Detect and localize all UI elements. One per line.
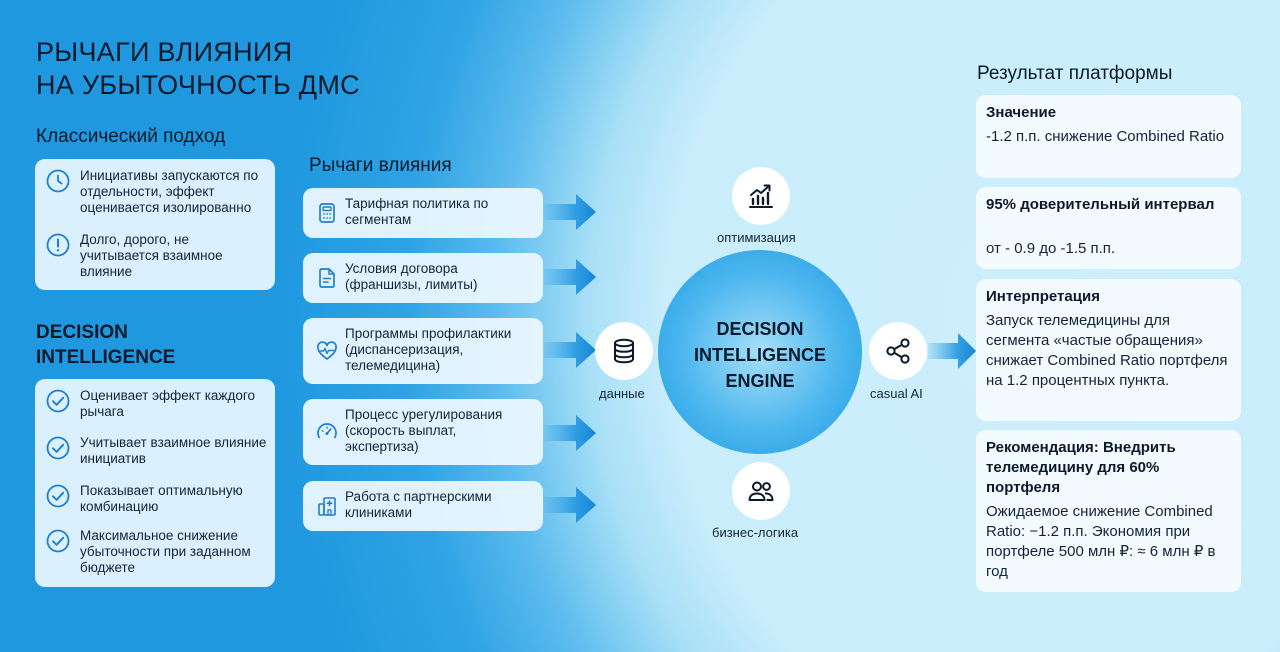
engine-title-line-1: DECISION	[716, 319, 804, 339]
arrow-right-icon	[544, 415, 596, 451]
result-recommendation-card: Рекомендация: Внедрить телемедицину для …	[976, 430, 1241, 592]
document-icon	[319, 268, 335, 288]
engine-circle: DECISION INTELLIGENCE ENGINE	[658, 250, 862, 454]
arrow-right-icon	[544, 259, 596, 295]
di-item-text: Показывает оптимальную комбинацию	[80, 483, 243, 514]
arrow-right-icon	[544, 332, 596, 368]
heart-pulse-icon	[317, 341, 337, 360]
logic-label: бизнес-логика	[712, 525, 799, 540]
result-recommendation-title: Рекомендация: Внедрить телемедицину для …	[986, 439, 1176, 496]
check-circle-icon	[46, 529, 70, 553]
lever-clinics: Работа с партнерскими клиниками	[303, 481, 543, 531]
classic-item-text: Инициативы запускаются по отдельности, э…	[80, 168, 259, 215]
lever-text: Процесс урегулирования (скорость выплат,…	[345, 407, 503, 454]
arrow-right-icon	[544, 194, 596, 230]
lever-tariff: Тарифная политика по сегментам	[303, 188, 543, 238]
result-interval-body: от - 0.9 до -1.5 п.п.	[986, 240, 1116, 257]
classic-item: Долго, дорого, не учитывается взаимное в…	[45, 232, 267, 280]
result-recommendation-body: Ожидаемое снижение Combined Ratio: −1.2 …	[986, 503, 1216, 580]
arrow-right-icon	[544, 487, 596, 523]
optimization-label: оптимизация	[717, 230, 796, 245]
ai-node	[869, 322, 927, 380]
clock-icon	[46, 169, 70, 193]
alert-circle-icon	[46, 233, 70, 257]
lever-claims: Процесс урегулирования (скорость выплат,…	[303, 399, 543, 465]
classic-item: Инициативы запускаются по отдельности, э…	[45, 168, 267, 216]
di-card: Оценивает эффект каждого рычага Учитывае…	[35, 379, 275, 587]
database-icon	[614, 338, 634, 364]
check-circle-icon	[46, 389, 70, 413]
lever-text: Работа с партнерскими клиниками	[345, 489, 492, 520]
result-interval-card: 95% доверительный интервал от - 0.9 до -…	[976, 187, 1241, 269]
lever-text: Тарифная политика по сегментам	[345, 196, 489, 227]
calculator-icon	[319, 203, 335, 223]
logic-node	[732, 462, 790, 520]
di-item-text: Оценивает эффект каждого рычага	[80, 388, 255, 419]
data-label: данные	[599, 386, 645, 401]
di-heading: DECISION INTELLIGENCE	[36, 320, 175, 370]
di-heading-line-2: INTELLIGENCE	[36, 347, 176, 368]
result-interpretation-body: Запуск телемедицины для сегмента «частые…	[986, 312, 1228, 389]
arrow-right-icon	[928, 333, 976, 369]
di-heading-line-1: DECISION	[36, 322, 128, 343]
hospital-icon	[318, 497, 336, 516]
title-line-2: НА УБЫТОЧНОСТЬ ДМС	[36, 70, 360, 100]
chart-up-icon	[749, 184, 773, 208]
di-item: Показывает оптимальную комбинацию	[45, 483, 267, 515]
speedometer-icon	[317, 423, 337, 439]
result-interpretation-card: Интерпретация Запуск телемедицины для се…	[976, 279, 1241, 421]
optimization-node	[732, 167, 790, 225]
results-heading: Результат платформы	[977, 63, 1173, 84]
data-node	[595, 322, 653, 380]
result-interval-title: 95% доверительный интервал	[986, 196, 1215, 213]
result-value-title: Значение	[986, 104, 1057, 121]
classic-card: Инициативы запускаются по отдельности, э…	[35, 159, 275, 290]
result-value-card: Значение -1.2 п.п. снижение Combined Rat…	[976, 95, 1241, 178]
classic-heading: Классический подход	[36, 126, 226, 147]
users-icon	[748, 481, 774, 501]
classic-item-text: Долго, дорого, не учитывается взаимное в…	[80, 232, 223, 279]
check-circle-icon	[46, 484, 70, 508]
result-interpretation-title: Интерпретация	[986, 288, 1100, 305]
lever-contract: Условия договора (франшизы, лимиты)	[303, 253, 543, 303]
di-item-text: Максимальное снижение убыточности при за…	[80, 528, 251, 575]
ai-label: casual AI	[870, 386, 923, 401]
engine-title-line-2: INTELLIGENCE	[693, 345, 826, 365]
engine-title-line-3: ENGINE	[725, 371, 795, 391]
di-item: Оценивает эффект каждого рычага	[45, 388, 267, 420]
di-item: Максимальное снижение убыточности при за…	[45, 528, 267, 576]
check-circle-icon	[46, 436, 70, 460]
engine-title: DECISION INTELLIGENCE ENGINE	[658, 316, 862, 394]
lever-prevention: Программы профилактики (диспансеризация,…	[303, 318, 543, 384]
levers-heading: Рычаги влияния	[309, 155, 452, 176]
lever-text: Условия договора (франшизы, лимиты)	[345, 261, 478, 292]
di-item: Учитывает взаимное влияние инициатив	[45, 435, 267, 467]
title-line-1: РЫЧАГИ ВЛИЯНИЯ	[36, 37, 293, 67]
di-item-text: Учитывает взаимное влияние инициатив	[80, 435, 267, 466]
page-title: РЫЧАГИ ВЛИЯНИЯ НА УБЫТОЧНОСТЬ ДМС	[36, 36, 360, 102]
share-icon	[886, 338, 910, 364]
result-value-body: -1.2 п.п. снижение Combined Ratio	[986, 128, 1225, 145]
lever-text: Программы профилактики (диспансеризация,…	[345, 326, 512, 373]
